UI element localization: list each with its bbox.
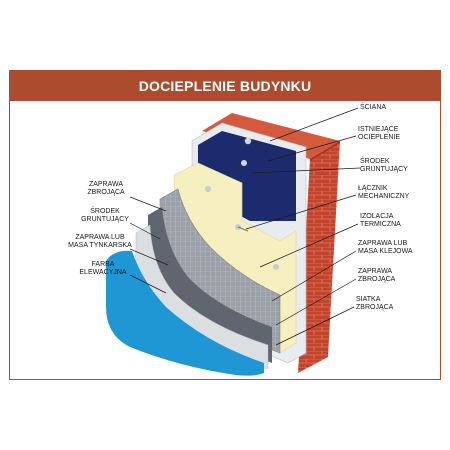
leader-lines-left <box>129 196 169 294</box>
leader-lines-right <box>245 107 361 346</box>
label-existing-insulation: ISTNIEJĄCE OCIEPLENIE <box>358 126 401 141</box>
label-plaster: ZAPRAWA LUB MASA TYNKARSKA <box>68 234 132 249</box>
label-facade-paint: FARBA ELEWACYJNA <box>79 261 127 276</box>
label-reinforcing-mortar-right: ZAPRAWA ZBROJĄCA <box>358 268 396 283</box>
label-reinforcing-mortar-left: ZAPRAWA ZBROJĄCA <box>87 181 125 196</box>
label-mechanical-anchor: ŁĄCZNIK MECHANICZNY <box>358 185 410 200</box>
label-wall: ŚCIANA <box>360 104 387 111</box>
page-title: DOCIEPLENIE BUDYNKU <box>138 78 312 94</box>
poster-board: DOCIEPLENIE BUDYNKU <box>9 70 441 380</box>
title-bar: DOCIEPLENIE BUDYNKU <box>10 71 440 101</box>
label-thermal-insulation: IZOLACJA TERMICZNA <box>360 213 401 228</box>
label-reinforcing-mesh: SIATKA ZBROJĄCA <box>356 296 394 311</box>
facade-paint-layer <box>106 250 264 376</box>
anchor-heads-top <box>241 137 252 166</box>
label-adhesive-mortar: ZAPRAWA LUB MASA KLEJOWA <box>358 240 413 255</box>
wall-layers-diagram <box>106 107 361 376</box>
label-primer-left: ŚRODEK GRUNTUJĄCY <box>81 208 129 223</box>
reinforcing-mortar-layer <box>148 207 272 363</box>
label-primer-right: ŚRODEK GRUNTUJĄCY <box>360 158 408 173</box>
